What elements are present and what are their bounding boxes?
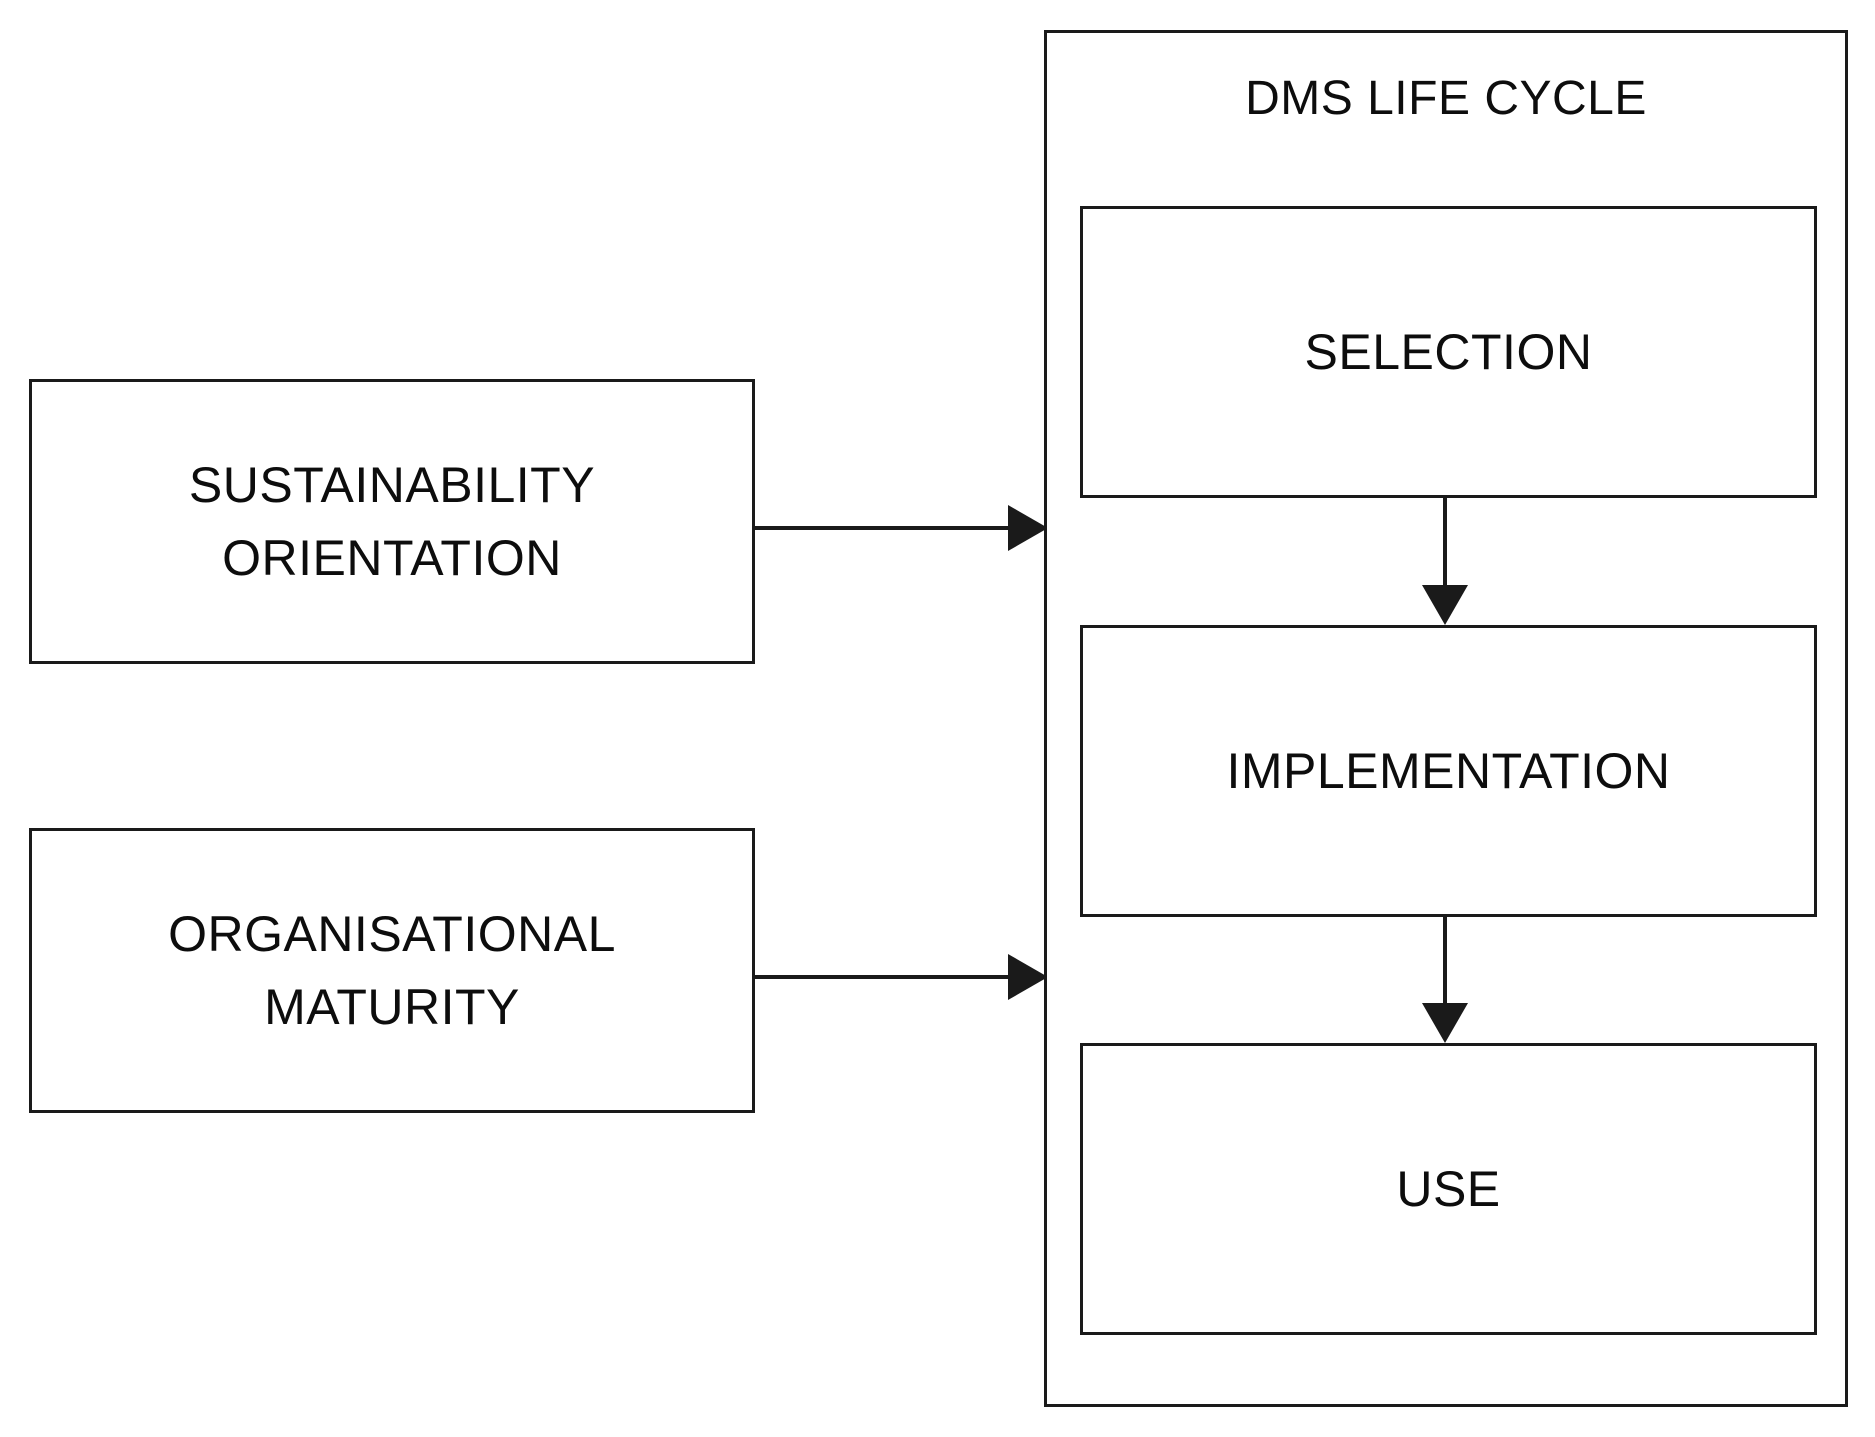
stage-box-implementation: IMPLEMENTATION bbox=[1080, 625, 1817, 917]
stage-label-implementation: IMPLEMENTATION bbox=[1226, 742, 1671, 799]
arrow-implementation-to-use-line bbox=[1443, 917, 1447, 1007]
stage-label-selection: SELECTION bbox=[1304, 323, 1593, 380]
arrow-maturity-to-lifecycle-head-icon bbox=[1008, 954, 1048, 1000]
arrow-selection-to-implementation-line bbox=[1443, 498, 1447, 590]
arrow-maturity-to-lifecycle-line bbox=[755, 975, 1013, 979]
arrow-sustainability-to-lifecycle-head-icon bbox=[1008, 505, 1048, 551]
stage-label-use: USE bbox=[1396, 1160, 1501, 1217]
driver-box-sustainability-orientation: SUSTAINABILITY ORIENTATION bbox=[29, 379, 755, 664]
arrow-sustainability-to-lifecycle-line bbox=[755, 526, 1013, 530]
arrow-implementation-to-use-head-icon bbox=[1422, 1003, 1468, 1043]
stage-box-use: USE bbox=[1080, 1043, 1817, 1335]
stage-box-selection: SELECTION bbox=[1080, 206, 1817, 498]
driver-box-organisational-maturity: ORGANISATIONAL MATURITY bbox=[29, 828, 755, 1113]
driver-label-sustainability-orientation: SUSTAINABILITY ORIENTATION bbox=[188, 457, 596, 586]
dms-life-cycle-title: DMS LIFE CYCLE bbox=[1245, 72, 1647, 125]
arrow-selection-to-implementation-head-icon bbox=[1422, 585, 1468, 625]
driver-label-organisational-maturity: ORGANISATIONAL MATURITY bbox=[168, 906, 616, 1035]
